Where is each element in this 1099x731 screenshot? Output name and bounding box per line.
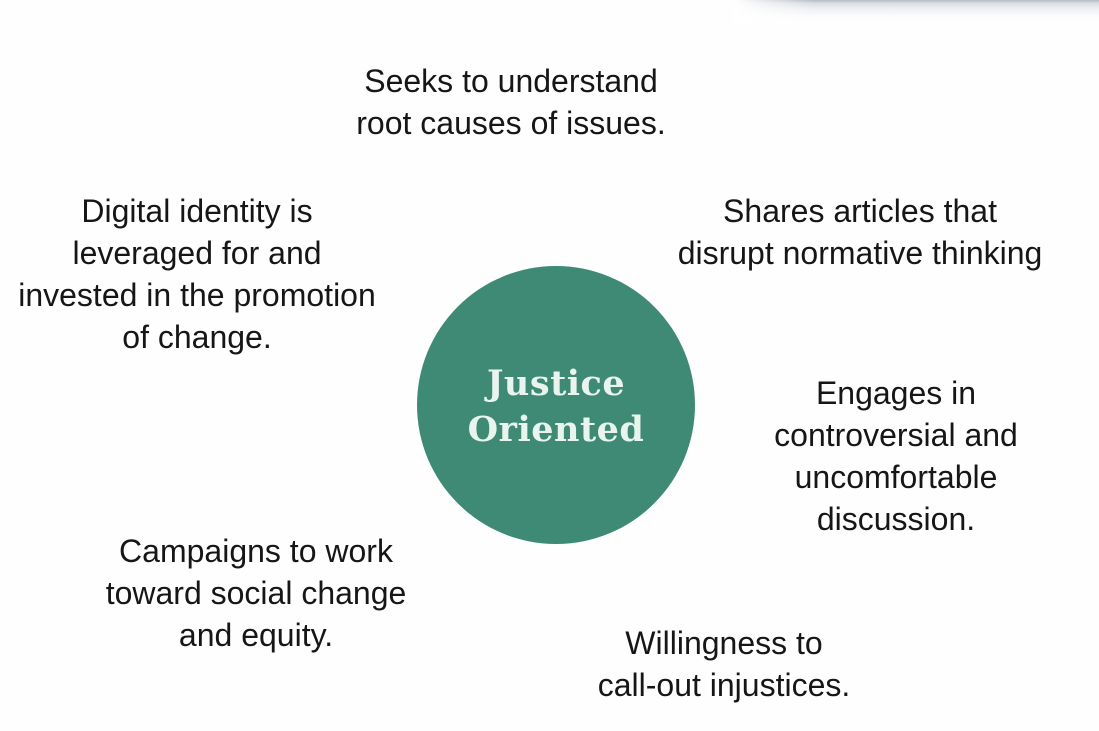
trait-engages-discussion: Engages in controversial and uncomfortab… [736,372,1056,540]
trait-line: Engages in [815,375,977,411]
trait-digital-identity: Digital identity is leveraged for and in… [0,190,402,358]
trait-willingness-callout: Willingness to call-out injustices. [559,622,889,706]
trait-line: and equity. [178,617,334,653]
trait-line: Willingness to [625,625,823,661]
top-edge-artifact [734,0,1099,24]
trait-line: leveraged for and [72,235,322,271]
trait-line: uncomfortable [794,459,998,495]
trait-line: root causes of issues. [356,105,666,141]
circle-label-line: Justice [486,363,626,404]
trait-line: Seeks to understand [364,63,658,99]
circle-label-line: Oriented [467,409,645,450]
trait-shares-articles: Shares articles that disrupt normative t… [650,190,1070,274]
trait-campaigns-equity: Campaigns to work toward social change a… [71,530,441,656]
trait-line: Digital identity is [81,193,313,229]
trait-line: Campaigns to work [119,533,393,569]
trait-line: disrupt normative thinking [677,235,1043,271]
trait-line: Shares articles that [723,193,997,229]
trait-line: toward social change [105,575,407,611]
trait-line: invested in the promotion [18,277,376,313]
trait-line: of change. [122,319,272,355]
trait-line: controversial and [774,417,1018,453]
trait-line: discussion. [816,501,976,537]
trait-line: call-out injustices. [597,667,851,703]
circle-label: Justice Oriented [468,361,645,453]
trait-seeks-root-causes: Seeks to understand root causes of issue… [311,60,711,144]
center-circle: Justice Oriented [417,266,695,544]
